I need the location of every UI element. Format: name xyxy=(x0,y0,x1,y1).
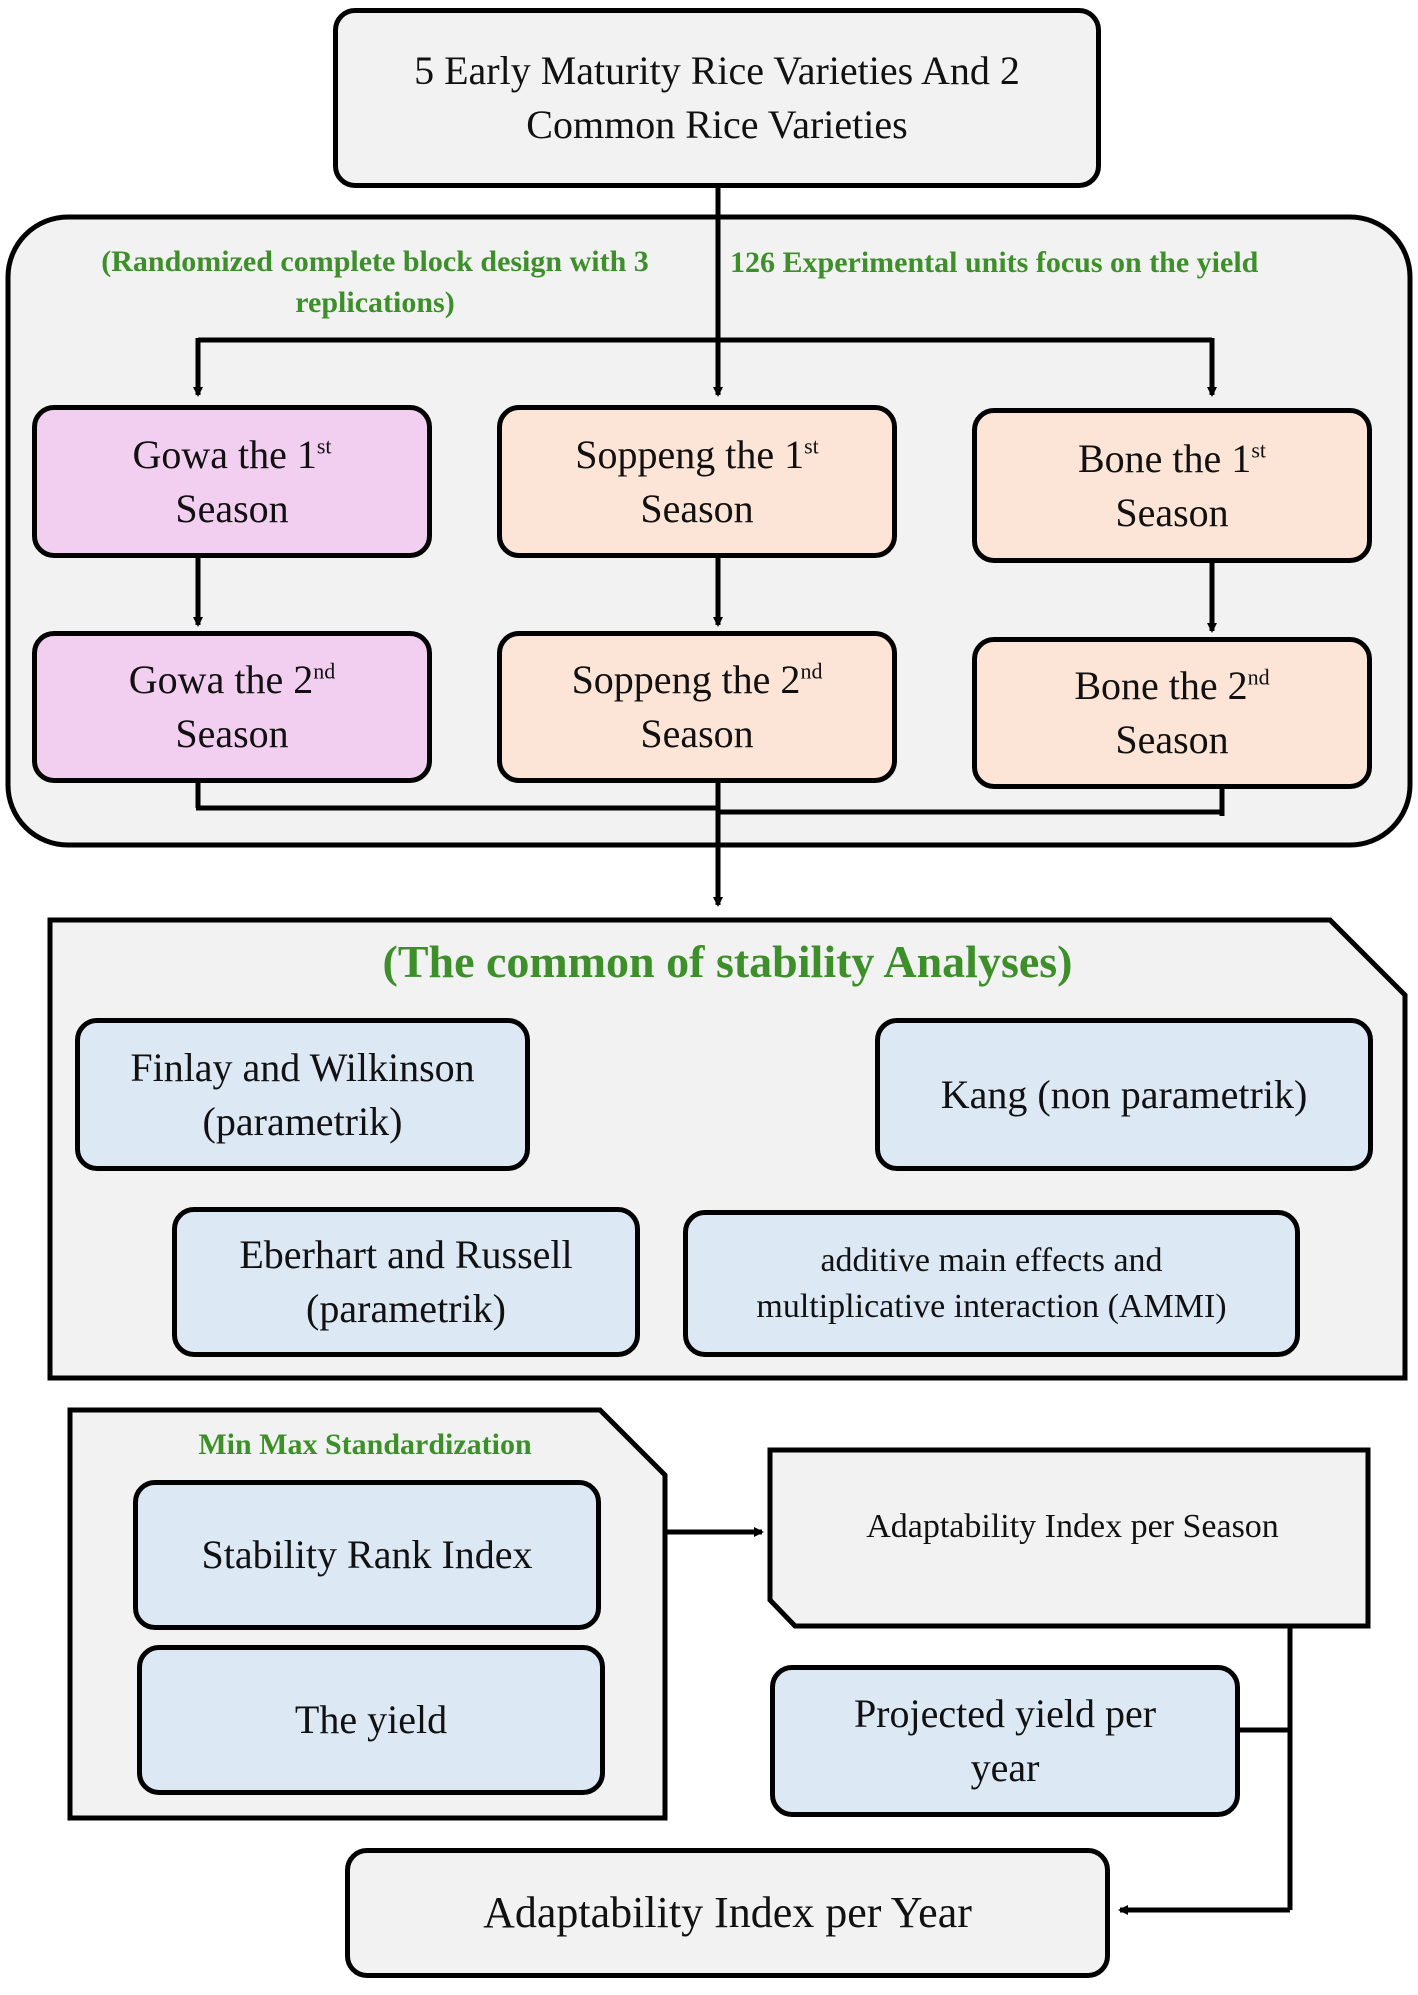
design-label-left: (Randomized complete block design with 3… xyxy=(101,245,649,319)
stability-rank-index-box: Stability Rank Index xyxy=(133,1480,601,1630)
rice-varieties-line2: Common Rice Varieties xyxy=(526,102,908,147)
gowa-season2-box: Gowa the 2nd Season xyxy=(32,631,432,783)
standardization-title: Min Max Standardization xyxy=(198,1428,532,1461)
yield-box: The yield xyxy=(137,1645,605,1795)
bone-season2-box: Bone the 2nd Season xyxy=(972,637,1372,789)
adaptability-year-box: Adaptability Index per Year xyxy=(345,1848,1110,1978)
projected-yield-box: Projected yield per year xyxy=(770,1665,1240,1817)
stability-title: (The common of stability Analyses) xyxy=(382,936,1073,987)
ammi-box: additive main effects and multiplicative… xyxy=(683,1210,1300,1357)
adaptability-season-label: Adaptability Index per Season xyxy=(866,1508,1279,1545)
rice-varieties-line1: 5 Early Maturity Rice Varieties And 2 xyxy=(414,48,1020,93)
soppeng-season1-box: Soppeng the 1st Season xyxy=(497,405,897,558)
soppeng-season2-box: Soppeng the 2nd Season xyxy=(497,631,897,783)
gowa-season1-box: Gowa the 1st Season xyxy=(32,405,432,558)
rice-varieties-box: 5 Early Maturity Rice Varieties And 2 Co… xyxy=(333,8,1101,188)
kang-box: Kang (non parametrik) xyxy=(875,1018,1373,1171)
finlay-wilkinson-box: Finlay and Wilkinson (parametrik) xyxy=(75,1018,530,1171)
adaptability-season-shape xyxy=(767,1447,1371,1629)
bone-season1-box: Bone the 1st Season xyxy=(972,408,1372,563)
eberhart-russell-box: Eberhart and Russell (parametrik) xyxy=(172,1207,640,1357)
design-label-right: 126 Experimental units focus on the yiel… xyxy=(730,246,1259,279)
